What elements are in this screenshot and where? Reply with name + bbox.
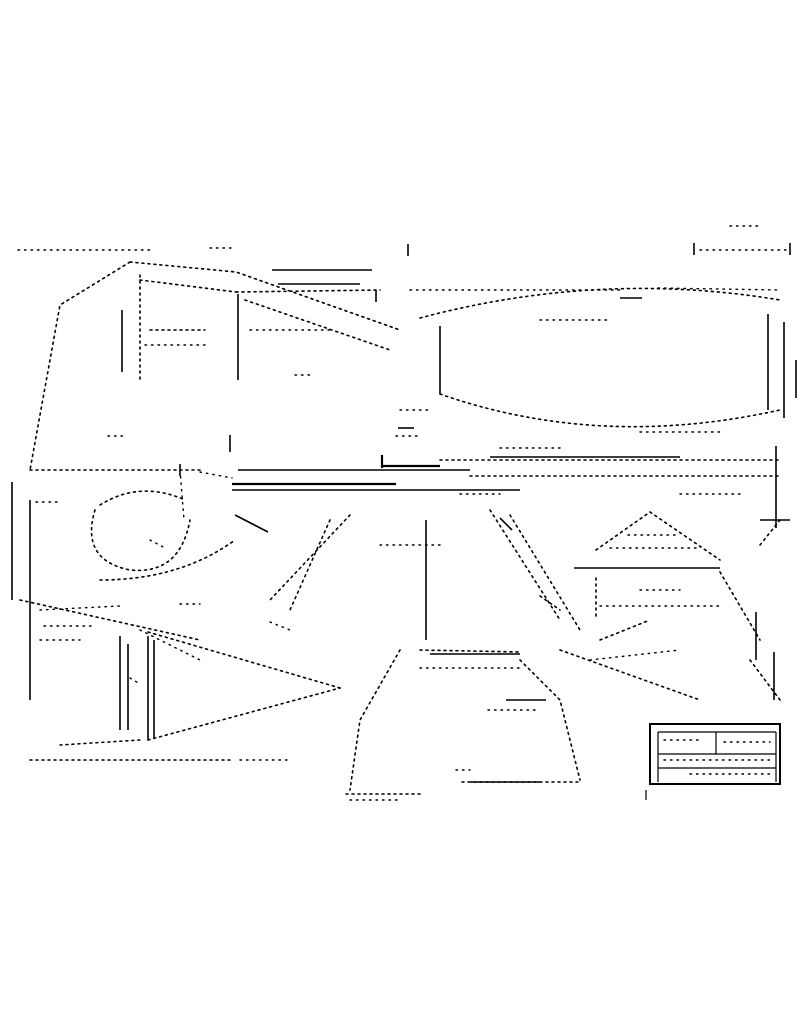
central-beam <box>29 427 790 528</box>
left-wheel <box>90 469 269 581</box>
centre-post <box>269 514 581 801</box>
upper-right-tank <box>399 287 797 433</box>
right-triangle-assembly <box>574 511 781 701</box>
right-diagonal-arms <box>489 509 701 701</box>
lower-left-wedge <box>39 625 341 761</box>
upper-left-housing <box>29 261 401 471</box>
title-block <box>645 723 781 800</box>
top-right-annotation <box>693 225 791 255</box>
top-left-dimension <box>17 244 409 256</box>
left-frame <box>11 482 231 761</box>
